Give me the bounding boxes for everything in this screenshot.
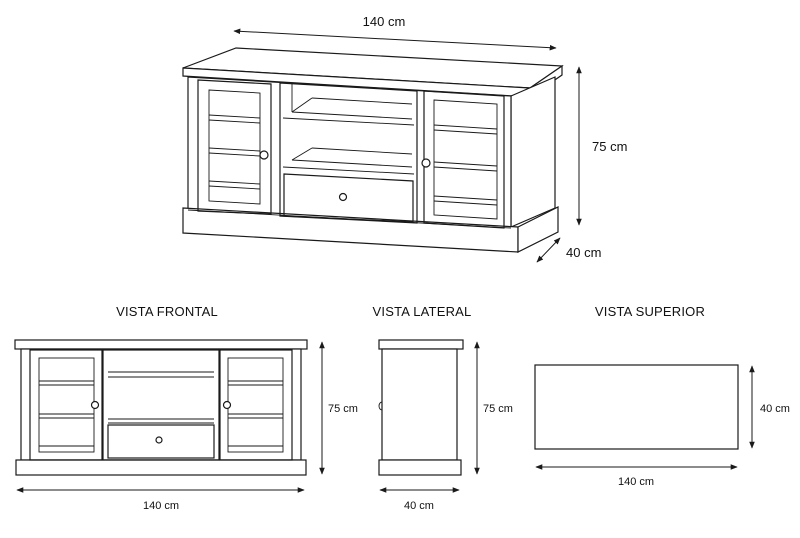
front-height-label: 75 cm — [328, 403, 358, 415]
front-top-slab — [14, 339, 308, 350]
front-central-shelves — [102, 349, 220, 461]
iso-left-door — [197, 79, 272, 215]
front-view: VISTA FRONTAL — [14, 304, 358, 512]
front-right-door — [219, 349, 293, 461]
side-depth-label: 40 cm — [404, 500, 434, 512]
side-panel — [381, 348, 458, 461]
side-view: VISTA LATERAL 75 cm 40 cm — [373, 304, 513, 512]
iso-side-panel — [510, 76, 556, 228]
front-view-title: VISTA FRONTAL — [116, 304, 218, 319]
iso-right-door-knob — [421, 158, 431, 168]
side-top-slab — [378, 339, 464, 350]
top-depth-label: 40 cm — [760, 403, 790, 415]
iso-right-door — [421, 90, 505, 229]
front-body — [20, 348, 302, 461]
side-plinth — [378, 459, 462, 476]
top-outline — [534, 364, 739, 450]
iso-drawer — [283, 173, 414, 223]
front-left-door-knob — [90, 400, 100, 410]
top-view-title: VISTA SUPERIOR — [595, 304, 705, 319]
iso-width-dimension-line — [233, 28, 557, 51]
iso-left-door-knob — [259, 150, 269, 160]
front-width-label: 140 cm — [143, 500, 179, 512]
front-right-door-knob — [222, 400, 232, 410]
front-plinth — [15, 459, 307, 476]
iso-drawer-knob — [338, 192, 348, 202]
side-view-title: VISTA LATERAL — [373, 304, 472, 319]
front-left-door — [29, 349, 103, 461]
iso-depth-dimension-line — [536, 237, 561, 263]
top-width-label: 140 cm — [618, 476, 654, 488]
iso-height-label: 75 cm — [592, 139, 627, 154]
isometric-view: 140 cm 75 cm 40 cm — [182, 14, 627, 263]
iso-central-shelves — [279, 82, 418, 224]
iso-width-label: 140 cm — [363, 14, 406, 29]
front-drawer — [107, 424, 215, 459]
top-view: VISTA SUPERIOR 40 cm 140 cm — [534, 304, 790, 488]
iso-depth-label: 40 cm — [566, 245, 601, 260]
front-drawer-knob — [155, 436, 163, 444]
iso-front-frame — [187, 76, 512, 229]
side-height-label: 75 cm — [483, 403, 513, 415]
side-knob-profile — [378, 401, 383, 411]
